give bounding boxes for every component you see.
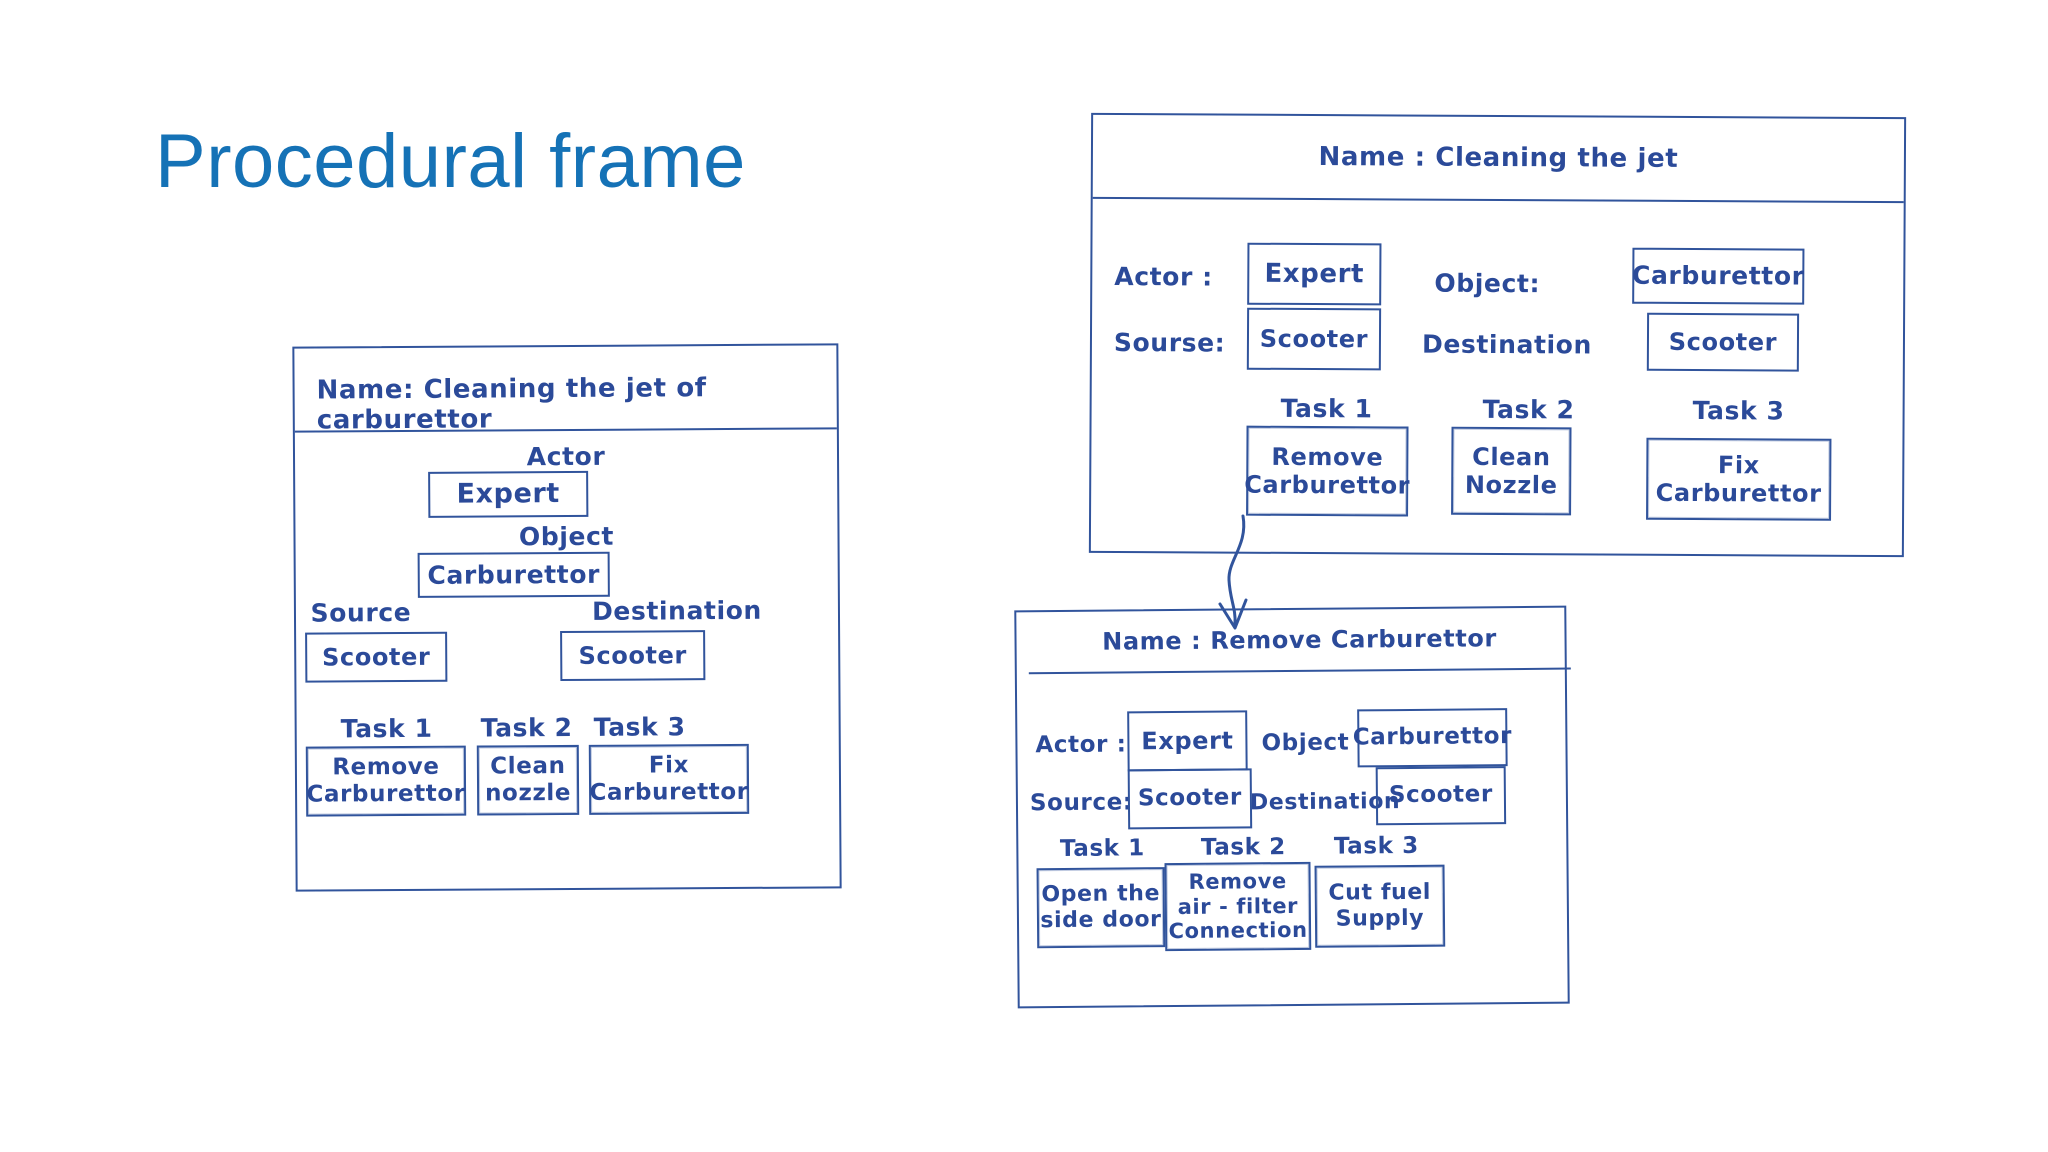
frame-top-right: Name : Cleaning the jet Actor : Expert O… bbox=[1088, 112, 1907, 558]
frame-bottom-right-actor-value: Expert bbox=[1141, 726, 1234, 756]
frame-left-source-label: Source bbox=[310, 597, 412, 628]
frame-left-object-value-box[interactable]: Carburettor bbox=[417, 551, 610, 598]
frame-left-task-3-label: Task 3 bbox=[593, 712, 686, 742]
frame-left-object-value: Carburettor bbox=[427, 559, 601, 590]
frame-bottom-right-task-2-label: Task 2 bbox=[1200, 834, 1286, 861]
frame-bottom-right-task-3-box[interactable]: Cut fuel Supply bbox=[1314, 864, 1446, 948]
frame-bottom-right-task-2-box[interactable]: Remove air - filter Connection bbox=[1164, 861, 1312, 952]
frame-left-source-value: Scooter bbox=[322, 642, 431, 672]
frame-top-right-source-value-box[interactable]: Scooter bbox=[1246, 307, 1382, 371]
frame-top-right-task-1-value: Remove Carburettor bbox=[1244, 442, 1411, 500]
frame-left-destination-label: Destination bbox=[591, 595, 762, 626]
frame-top-right-source-label: Sourse: bbox=[1113, 327, 1226, 358]
frame-left-task-2-box[interactable]: Clean nozzle bbox=[476, 744, 580, 816]
frame-top-right-task-2-label: Task 2 bbox=[1482, 394, 1575, 425]
frame-top-right-name-line: Name : Cleaning the jet bbox=[1318, 142, 1679, 174]
frame-bottom-right-destination-value: Scooter bbox=[1388, 781, 1493, 809]
frame-bottom-right-object-value-box[interactable]: Carburettor bbox=[1353, 708, 1512, 768]
frame-left-name-line: Name: Cleaning the jet of carburettor bbox=[316, 373, 707, 436]
frame-top-right-task-3-value: Fix Carburettor bbox=[1655, 450, 1822, 508]
frame-left-task-1-label: Task 1 bbox=[340, 713, 433, 744]
frame-left-actor-label: Actor bbox=[526, 441, 606, 472]
frame-bottom-right-source-label: Source: bbox=[1029, 789, 1133, 817]
frame-top-right-source-value: Scooter bbox=[1259, 324, 1369, 354]
page-title: Procedural frame bbox=[155, 119, 746, 204]
frame-left-task-1-value: Remove Carburettor bbox=[306, 753, 466, 808]
frame-top-right-destination-value: Scooter bbox=[1668, 327, 1778, 357]
frame-left-header: Name: Cleaning the jet of carburettor bbox=[294, 345, 837, 436]
frame-bottom-right-source-value-box[interactable]: Scooter bbox=[1127, 768, 1253, 830]
frame-top-right-object-value: Carburettor bbox=[1631, 260, 1805, 291]
frame-left-task-3-box[interactable]: Fix Carburettor bbox=[588, 743, 750, 815]
frame-top-right-object-label: Object: bbox=[1434, 268, 1541, 299]
frame-bottom-right-source-value: Scooter bbox=[1137, 784, 1243, 812]
frame-top-right-actor-label: Actor : bbox=[1114, 261, 1213, 292]
frame-bottom-right-name-line: Name : Remove Carburettor bbox=[1102, 624, 1498, 656]
frame-top-right-task-1-label: Task 1 bbox=[1280, 393, 1373, 424]
frame-left-source-value-box[interactable]: Scooter bbox=[305, 631, 448, 683]
frame-top-right-task-3-label: Task 3 bbox=[1692, 396, 1785, 426]
frame-top-right-task-1-box[interactable]: Remove Carburettor bbox=[1244, 425, 1411, 517]
frame-bottom-right-header: Name : Remove Carburettor bbox=[1028, 607, 1571, 675]
frame-bottom-right-object-value: Carburettor bbox=[1352, 723, 1513, 751]
frame-bottom-right-task-1-value: Open the side door bbox=[1040, 881, 1162, 934]
frame-bottom-right-task-2-value: Remove air - filter Connection bbox=[1168, 868, 1308, 944]
frame-top-right-task-2-box[interactable]: Clean Nozzle bbox=[1451, 426, 1572, 516]
frame-bottom-right-task-1-box[interactable]: Open the side door bbox=[1036, 867, 1166, 949]
frame-top-right-actor-value-box[interactable]: Expert bbox=[1247, 242, 1382, 306]
frame-left-destination-value: Scooter bbox=[578, 641, 687, 670]
frame-left-task-2-value: Clean nozzle bbox=[484, 752, 572, 807]
frame-left-task-1-box[interactable]: Remove Carburettor bbox=[305, 745, 467, 817]
frame-left-actor-value: Expert bbox=[456, 478, 560, 510]
frame-bottom-right-task-3-value: Cut fuel Supply bbox=[1328, 879, 1432, 932]
frame-top-right-object-value-box[interactable]: Carburettor bbox=[1631, 247, 1805, 305]
frame-left: Name: Cleaning the jet of carburettor Ac… bbox=[292, 343, 842, 892]
frame-bottom-right-task-3-label: Task 3 bbox=[1333, 832, 1419, 860]
frame-bottom-right: Name : Remove Carburettor Actor : Expert… bbox=[1014, 605, 1571, 1009]
frame-bottom-right-destination-value-box[interactable]: Scooter bbox=[1375, 766, 1507, 826]
frame-bottom-right-actor-value-box[interactable]: Expert bbox=[1127, 710, 1248, 772]
frame-top-right-task-2-value: Clean Nozzle bbox=[1464, 442, 1558, 500]
frame-top-right-task-3-box[interactable]: Fix Carburettor bbox=[1646, 437, 1832, 521]
frame-top-right-header: Name : Cleaning the jet bbox=[1092, 114, 1905, 204]
frame-left-destination-value-box[interactable]: Scooter bbox=[560, 630, 706, 682]
frame-bottom-right-task-1-label: Task 1 bbox=[1059, 835, 1145, 863]
frame-top-right-destination-value-box[interactable]: Scooter bbox=[1646, 312, 1800, 372]
frame-bottom-right-object-label: Object bbox=[1261, 729, 1350, 757]
frame-top-right-destination-label: Destination bbox=[1421, 329, 1592, 360]
frame-left-object-label: Object bbox=[518, 521, 615, 552]
frame-top-right-actor-value: Expert bbox=[1264, 258, 1365, 289]
frame-left-task-3-value: Fix Carburettor bbox=[589, 752, 749, 806]
frame-left-actor-value-box[interactable]: Expert bbox=[428, 470, 589, 518]
frame-bottom-right-destination-label: Destination bbox=[1249, 789, 1401, 816]
